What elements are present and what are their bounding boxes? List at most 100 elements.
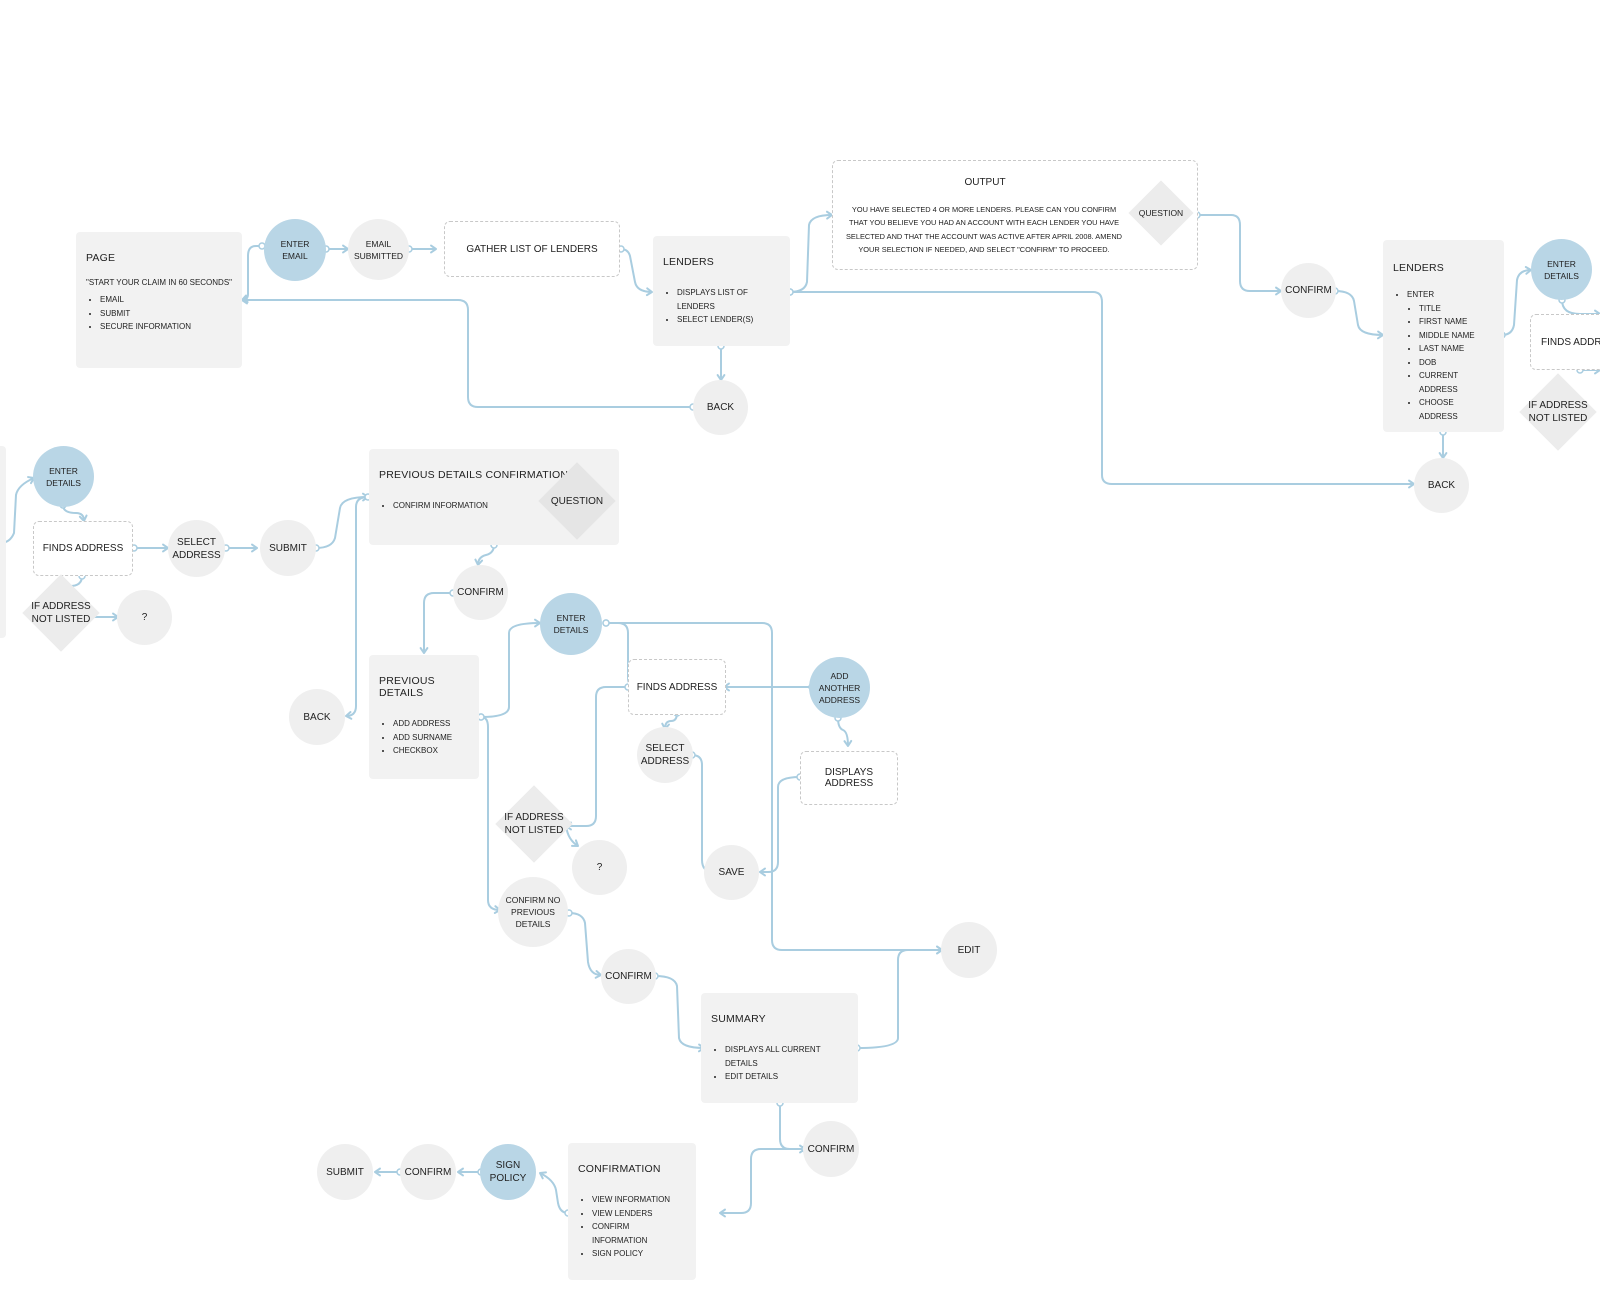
enter-email-node: ENTER EMAIL (264, 219, 326, 281)
connector (720, 1148, 805, 1214)
connector (837, 717, 849, 747)
add-another-address-node: ADD ANOTHER ADDRESS (809, 657, 870, 718)
enter-label: ENTER (1407, 288, 1494, 302)
confirm-node: CONFIRM (803, 1121, 859, 1177)
connector (62, 504, 85, 522)
question-label: QUESTION (1138, 207, 1184, 218)
confirm-node: CONFIRM (400, 1144, 456, 1200)
confirm-node: CONFIRM (453, 565, 508, 620)
lenders-node-title: LENDERS (663, 256, 714, 268)
connector (1197, 214, 1281, 292)
connector-arrowhead (251, 543, 258, 553)
lenders-item: SELECT LENDER(S) (677, 313, 780, 327)
connector (480, 622, 541, 718)
save-node: SAVE (704, 845, 759, 900)
select-address-node: SELECT ADDRESS (168, 520, 225, 577)
finds-address-node: FINDS ADDRESS (33, 521, 133, 576)
lenders-node: LENDERS DISPLAYS LIST OF LENDERS SELECT … (653, 236, 790, 346)
page-node-title: PAGE (86, 252, 116, 264)
lenders-field: DOB (1419, 356, 1494, 370)
lenders-field: MIDDLE NAME (1419, 329, 1494, 343)
if-not-listed-label: IF ADDRESS NOT LISTED (1528, 400, 1588, 424)
lenders-field: CURRENT ADDRESS (1419, 369, 1494, 396)
email-submitted-node: EMAIL SUBMITTED (348, 219, 409, 280)
page-item: SUBMIT (100, 307, 232, 321)
connector (856, 949, 942, 1049)
confirm-node: CONFIRM (1281, 263, 1336, 318)
connector-arrowhead (345, 711, 353, 720)
back-node: BACK (1414, 458, 1469, 513)
enter-details-node: ENTER DETAILS (1531, 239, 1592, 300)
connector-arrowhead (719, 1208, 726, 1218)
unknown-node: ? (572, 840, 627, 895)
connector (620, 248, 653, 293)
connector (760, 776, 801, 873)
page-item: SECURE INFORMATION (100, 320, 232, 334)
select-address-node: SELECT ADDRESS (637, 727, 693, 783)
lenders-details-title: LENDERS (1393, 262, 1444, 274)
clipped-node (0, 446, 6, 638)
connector (1501, 269, 1532, 336)
connector (789, 214, 833, 293)
if-not-listed-diamond: IF ADDRESS NOT LISTED (495, 785, 573, 863)
previous-details-item: CHECKBOX (393, 744, 469, 758)
connector-arrowhead (419, 647, 429, 654)
lenders-field: TITLE (1419, 302, 1494, 316)
previous-details-item: ADD ADDRESS (393, 717, 469, 731)
connector-arrowhead (241, 295, 248, 305)
gather-lenders-node: GATHER LIST OF LENDERS (444, 221, 620, 277)
enter-details-node: ENTER DETAILS (540, 593, 602, 655)
connector (606, 622, 942, 951)
question-label: QUESTION (550, 495, 604, 507)
question-diamond: QUESTION (538, 462, 616, 540)
page-item: EMAIL (100, 293, 232, 307)
enter-details-node: ENTER DETAILS (33, 446, 94, 507)
finds-address-node-clipped: FINDS ADDR (1530, 314, 1600, 370)
connector (790, 291, 1414, 485)
summary-node: SUMMARY DISPLAYS ALL CURRENT DETAILS EDI… (701, 993, 858, 1103)
connector-arrowhead (571, 839, 579, 847)
summary-item: DISPLAYS ALL CURRENT DETAILS (725, 1043, 848, 1070)
confirmation-node: CONFIRMATION VIEW INFORMATION VIEW LENDE… (568, 1143, 696, 1280)
previous-details-confirmation-node: PREVIOUS DETAILS CONFIRMATION CONFIRM IN… (369, 449, 619, 545)
connector (477, 544, 495, 566)
connector (539, 1172, 569, 1214)
connector (654, 975, 705, 1049)
lenders-field: CHOOSE ADDRESS (1419, 396, 1494, 423)
previous-details-item: ADD SURNAME (393, 731, 469, 745)
edit-node: EDIT (941, 922, 997, 978)
summary-item: EDIT DETAILS (725, 1070, 848, 1084)
summary-title: SUMMARY (711, 1013, 766, 1025)
connector (345, 496, 369, 717)
displays-address-node: DISPLAYS ADDRESS (800, 751, 898, 805)
page-node-subtitle: "START YOUR CLAIM IN 60 SECONDS" (86, 278, 233, 287)
connector-port (602, 619, 610, 627)
previous-details-confirmation-title: PREVIOUS DETAILS CONFIRMATION (379, 469, 569, 481)
connector-arrowhead (457, 1167, 464, 1177)
previous-details-node: PREVIOUS DETAILS ADD ADDRESS ADD SURNAME… (369, 655, 479, 779)
question-diamond: QUESTION (1128, 180, 1194, 246)
confirmation-item: CONFIRM INFORMATION (592, 1220, 686, 1247)
submit-node: SUBMIT (260, 520, 316, 576)
finds-address-node: FINDS ADDRESS (628, 659, 726, 715)
sign-policy-node: SIGN POLICY (480, 1144, 536, 1200)
confirmation-item: VIEW LENDERS (592, 1207, 686, 1221)
connector-arrowhead (374, 1167, 381, 1177)
back-node: BACK (289, 689, 345, 745)
output-text: YOU HAVE SELECTED 4 OR MORE LENDERS. PLE… (846, 205, 1122, 254)
page-node: PAGE "START YOUR CLAIM IN 60 SECONDS" EM… (76, 232, 242, 368)
connector (664, 712, 678, 730)
connector-arrowhead (645, 287, 653, 297)
confirmation-item: VIEW INFORMATION (592, 1193, 686, 1207)
previous-details-title: PREVIOUS DETAILS (379, 675, 435, 699)
connector-arrowhead (539, 1171, 547, 1180)
if-not-listed-label: IF ADDRESS NOT LISTED (31, 601, 91, 625)
if-not-listed-label: IF ADDRESS NOT LISTED (504, 812, 564, 836)
if-not-listed-diamond: IF ADDRESS NOT LISTED (22, 574, 100, 652)
connector (315, 496, 369, 549)
connector-arrowhead (843, 739, 853, 747)
connector (480, 716, 501, 911)
lenders-item: DISPLAYS LIST OF LENDERS (677, 286, 780, 313)
finds-address-clipped-label: FINDS ADDR (1541, 336, 1600, 348)
lenders-details-node: LENDERS ENTER TITLE FIRST NAME MIDDLE NA… (1383, 240, 1504, 432)
